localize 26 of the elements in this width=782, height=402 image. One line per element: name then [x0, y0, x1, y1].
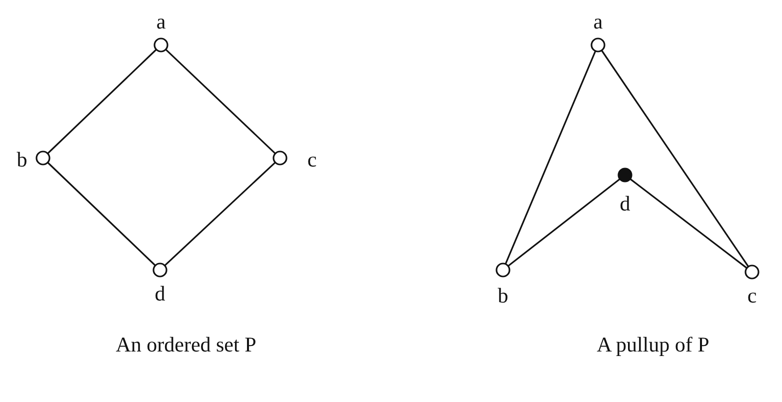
edge-line: [600, 50, 750, 268]
caption: A pullup of P: [596, 332, 710, 358]
vertex: [744, 264, 760, 280]
vertex-label: b: [498, 286, 508, 306]
vertex: [36, 150, 50, 166]
edge-line: [165, 48, 276, 154]
vertex: [496, 262, 510, 278]
vertex-label: c: [747, 286, 757, 306]
edge-line: [47, 48, 157, 154]
vertex-label: d: [620, 194, 630, 214]
filled-vertex: [618, 168, 632, 182]
edge-line: [508, 178, 620, 267]
vertex-label: d: [154, 284, 166, 304]
edge-line: [47, 162, 156, 266]
vertex: [154, 38, 168, 52]
vertex-label: a: [156, 12, 166, 32]
edge-line: [164, 162, 276, 266]
edge-line: [630, 178, 748, 269]
edge-line: [504, 50, 596, 264]
vertex: [152, 262, 168, 278]
vertex: [590, 38, 606, 52]
vertex-label: a: [593, 12, 603, 32]
vertex: [272, 150, 288, 166]
vertex-label: c: [307, 150, 317, 170]
vertex-label: b: [16, 150, 28, 170]
caption: An ordered set P: [116, 332, 256, 358]
